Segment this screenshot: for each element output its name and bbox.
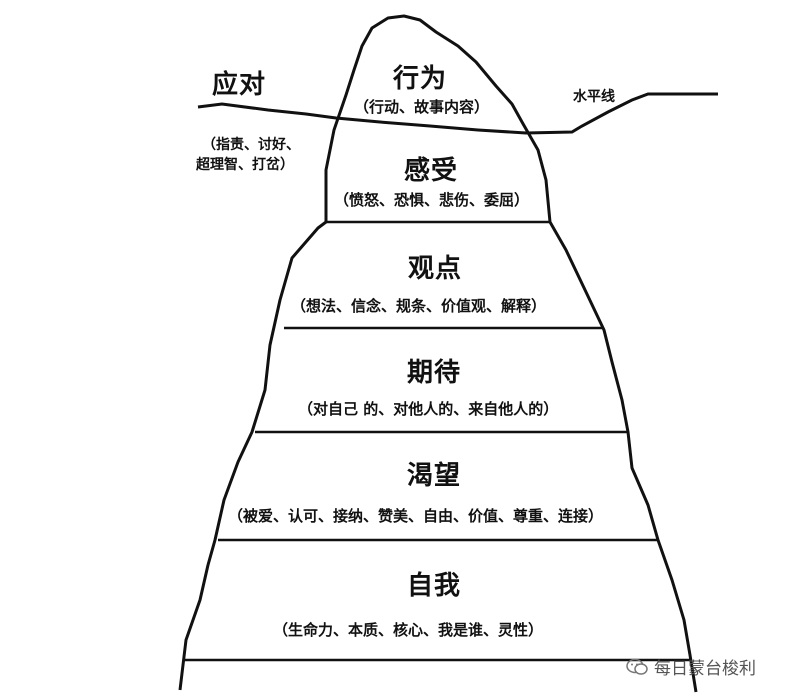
layer-feelings-title: 感受 bbox=[404, 156, 459, 186]
layer-behavior-detail: （行动、故事内容） bbox=[354, 98, 490, 116]
layer-expectations-title: 期待 bbox=[407, 358, 462, 388]
layer-self-title: 自我 bbox=[407, 571, 462, 601]
layer-perceptions-detail: （想法、信念、规条、价值观、解释） bbox=[291, 297, 547, 315]
wechat-icon bbox=[626, 658, 648, 675]
coping-detail-line1: （指责、讨好、 bbox=[202, 137, 300, 153]
iceberg-outline bbox=[178, 14, 698, 693]
watermark-text: 每日蒙台梭利 bbox=[654, 659, 756, 679]
layer-perceptions-title: 观点 bbox=[408, 254, 463, 284]
layer-yearnings-detail: （被爱、认可、接纳、赞美、自由、价值、尊重、连接） bbox=[228, 507, 604, 525]
coping-detail-line2: 超理智、打岔） bbox=[196, 157, 294, 173]
layer-yearnings-title: 渴望 bbox=[407, 461, 462, 491]
layer-feelings-detail: （愤怒、恐惧、悲伤、委屈） bbox=[334, 191, 530, 209]
coping-title: 应对 bbox=[212, 70, 267, 100]
watermark: 每日蒙台梭利 bbox=[626, 654, 756, 679]
waterline-label: 水平线 bbox=[573, 89, 615, 105]
layer-expectations-detail: （对自己 的、对他人的、来自他人的） bbox=[298, 400, 559, 418]
layer-self-detail: （生命力、本质、核心、我是谁、灵性） bbox=[273, 621, 544, 639]
water-line bbox=[197, 92, 718, 135]
layer-behavior-title: 行为 bbox=[393, 64, 448, 94]
